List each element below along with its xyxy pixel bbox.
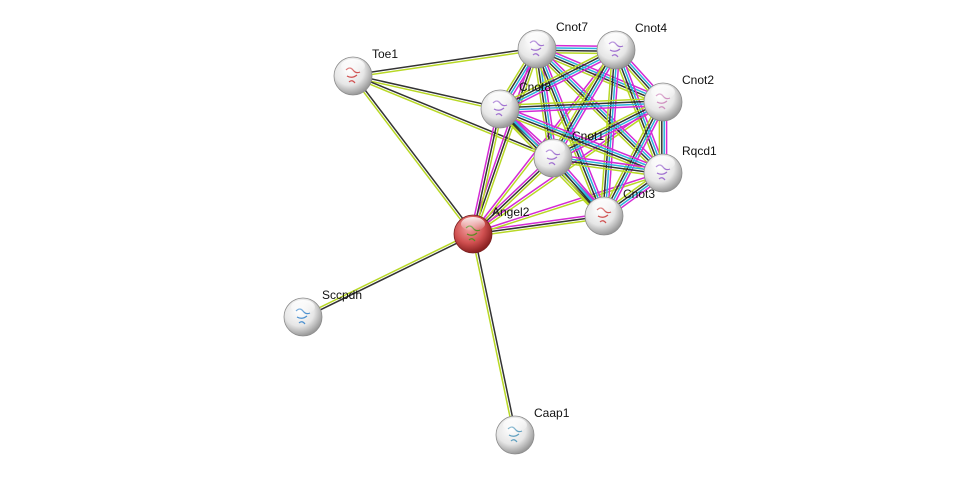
edge-toe1-angel2[interactable] [351,74,475,236]
edge-line-textmining [474,109,504,235]
node-cnot7[interactable]: Cnot7 [517,20,588,69]
node-toe1[interactable]: Toe1 [333,47,398,96]
edge-line-textmining [471,234,515,436]
node-highlight [341,59,365,73]
edge-line-experiments [501,104,665,171]
node-highlight [604,33,628,47]
edge-toe1-cnot8[interactable] [352,74,501,111]
node-label: Cnot2 [682,73,714,87]
node-label: Caap1 [534,406,570,420]
node-rqcd1[interactable]: Rqcd1 [643,144,717,193]
edge-line-databases [616,49,665,173]
edge-line-coexpression [499,48,616,109]
node-label: Sccpdh [322,288,362,302]
node-angel2[interactable]: Angel2 [453,205,530,254]
edge-cnot2-cnot8[interactable] [499,97,664,114]
edge-line-coexpression [353,74,554,158]
node-label: Toe1 [372,47,398,61]
edge-cnot2-cnot1[interactable] [551,98,665,162]
node-label: Cnot7 [556,20,588,34]
edges-layer [302,44,668,436]
node-highlight [651,85,675,99]
edge-cnot4-cnot8[interactable] [498,46,618,113]
node-highlight [503,418,527,432]
node-cnot3[interactable]: Cnot3 [584,187,655,236]
node-label: Cnot4 [635,21,667,35]
edge-line-databases [553,102,664,160]
edge-line-textmining [352,76,500,111]
node-cnot4[interactable]: Cnot4 [596,21,667,70]
edge-angel2-cnot8[interactable] [469,108,504,235]
node-label: Angel2 [492,205,530,219]
edge-line-experiments [500,104,664,114]
edge-line-coexpression [472,48,538,235]
node-label: Rqcd1 [682,144,717,158]
edge-line-experiments [606,50,621,217]
edge-line-coexpression [499,100,663,109]
edge-line-textmining [611,51,661,175]
edge-line-textmining [499,97,663,107]
edge-line-experiments [470,47,536,234]
edge-line-databases [500,102,664,111]
edge-angel2-sccpdh[interactable] [302,232,474,319]
edge-line-textmining [473,173,664,236]
edge-line-experiments [554,104,665,162]
edge-line-coexpression [353,74,475,234]
edge-line-textmining [600,100,661,215]
node-cnot2[interactable]: Cnot2 [643,73,714,122]
node-caap1[interactable]: Caap1 [495,406,570,455]
edge-line-databases [537,47,665,173]
edge-angel2-rqcd1[interactable] [472,171,664,236]
edge-line-coexpression [352,47,537,76]
nodes-layer: Toe1 Cnot7 Cnot4Cnot2Cnot8Cnot1Rqcd1Cnot3A… [283,20,717,455]
edge-toe1-cnot7[interactable] [352,47,538,78]
edge-line-coexpression [473,233,517,435]
edge-line-coexpression [472,108,501,235]
edge-line-coexpression [303,234,474,319]
edge-line-databases [604,102,665,217]
edge-line-coexpression [499,109,663,175]
edge-angel2-caap1[interactable] [471,233,517,436]
edge-line-textmining [551,98,662,156]
edge-angel2-cnot7[interactable] [470,47,540,236]
edge-line-textmining [351,76,473,236]
edge-line-coexpression [602,101,663,216]
edge-line-textmining [353,49,538,78]
node-highlight [488,92,512,106]
node-highlight [291,300,315,314]
edge-line-experiments [539,47,609,215]
edge-line-textmining [474,49,540,236]
edge-line-experiments [472,171,663,234]
edge-line-coexpression [614,50,663,174]
node-highlight [592,199,616,213]
edge-line-coexpression [551,49,616,158]
edge-line-coexpression [353,74,501,109]
node-highlight [461,217,485,231]
edge-toe1-cnot1[interactable] [352,74,554,160]
edge-line-coexpression [472,215,605,235]
edge-line-textmining [302,232,473,317]
node-cnot1[interactable]: Cnot1 [533,129,604,178]
edge-line-textmining [473,217,605,238]
node-highlight [651,156,675,170]
node-highlight [525,32,549,46]
edge-line-databases [500,107,664,173]
edge-line-experiments [501,52,618,113]
node-highlight [541,141,565,155]
node-label: Cnot3 [623,187,655,201]
edge-line-coexpression [552,100,663,158]
node-label: Cnot8 [519,80,551,94]
edge-line-textmining [352,76,553,160]
node-cnot8[interactable]: Cnot8 [480,80,551,129]
edge-line-experiments [469,108,499,234]
edge-line-databases [500,50,617,111]
node-label: Cnot1 [572,129,604,143]
edge-line-textmining [498,46,615,107]
node-sccpdh[interactable]: Sccpdh [283,288,362,337]
